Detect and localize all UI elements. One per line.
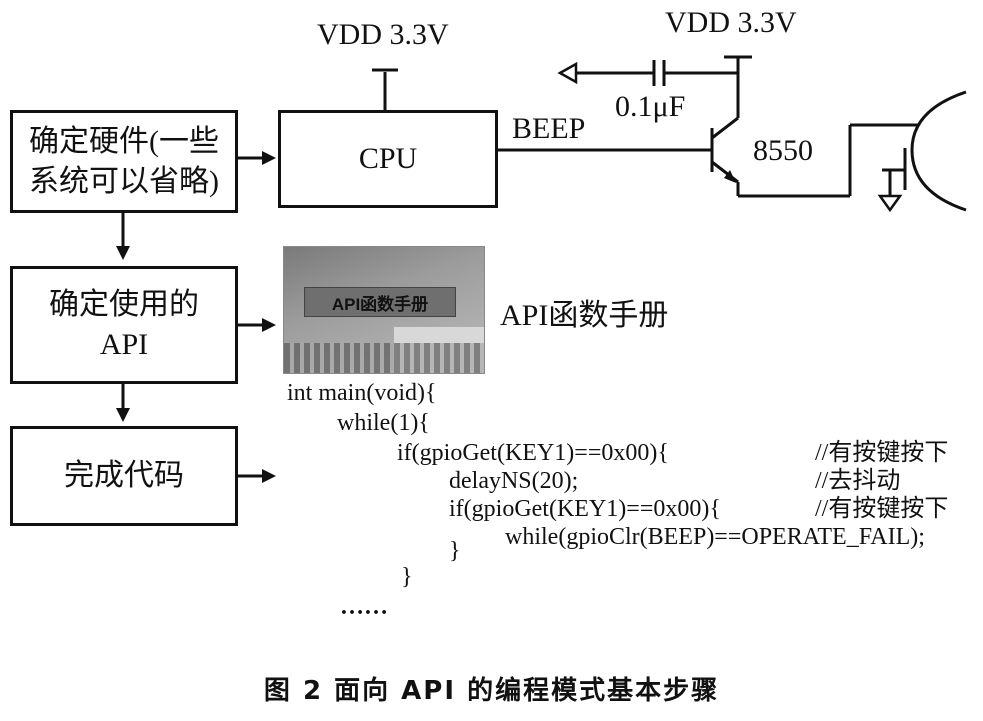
transistor-vdd-label: VDD 3.3V: [665, 6, 797, 39]
api-image-strip: [284, 343, 484, 373]
code-line-8: }: [401, 564, 413, 590]
transistor-emitter: [711, 116, 739, 140]
api-manual-label: API函数手册: [500, 299, 669, 332]
code-line-7: }: [449, 538, 461, 564]
cap-output-arrow: [557, 61, 578, 85]
code-comment-4: //去抖动: [815, 468, 901, 494]
step-code-box: 完成代码: [10, 426, 238, 526]
step-api-label: 确定使用的API: [49, 288, 199, 361]
capacitor-label: 0.1μF: [615, 90, 686, 123]
step-api-box: 确定使用的API: [10, 266, 238, 384]
beep-label: BEEP: [512, 112, 586, 145]
arrowhead-cpu: [262, 151, 276, 165]
code-line-6: while(gpioClr(BEEP)==OPERATE_FAIL);: [505, 524, 925, 550]
arrowhead-2-3: [116, 408, 130, 422]
cpu-vdd-label: VDD 3.3V: [317, 18, 449, 51]
step-code-label: 完成代码: [64, 459, 184, 492]
code-line-2: while(1){: [337, 410, 430, 436]
code-line-1: int main(void){: [287, 380, 437, 406]
api-image-title: API函数手册: [304, 287, 456, 317]
figure-caption: 图 2 面向 API 的编程模式基本步骤: [263, 676, 720, 706]
cpu-box: CPU: [278, 110, 498, 208]
step-hardware-label: 确定硬件(一些系统可以省略): [29, 124, 219, 198]
arrowhead-code: [262, 469, 276, 483]
code-line-3: if(gpioGet(KEY1)==0x00){: [397, 440, 669, 466]
code-comment-3: //有按键按下: [815, 440, 949, 466]
code-line-5: if(gpioGet(KEY1)==0x00){: [449, 496, 721, 522]
api-manual-image: API函数手册: [283, 246, 485, 374]
speaker-horn: [910, 90, 967, 212]
cpu-label: CPU: [358, 142, 418, 175]
transistor-label: 8550: [753, 134, 813, 167]
code-ellipsis: ……: [340, 594, 388, 620]
step-hardware-box: 确定硬件(一些系统可以省略): [10, 110, 238, 213]
code-comment-5: //有按键按下: [815, 496, 949, 522]
arrowhead-1-2: [116, 246, 130, 260]
transistor-arrow: [724, 170, 736, 183]
code-line-4: delayNS(20);: [449, 468, 579, 494]
ground-symbol: [877, 194, 903, 213]
arrowhead-api: [262, 318, 276, 332]
